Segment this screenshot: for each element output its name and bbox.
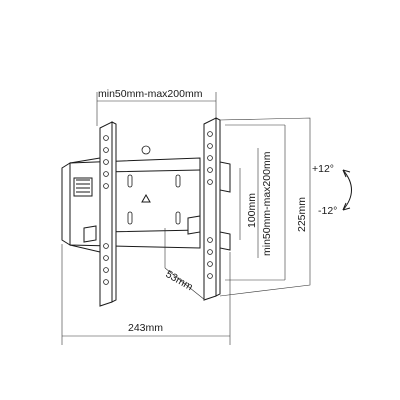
left-vertical-bracket [99, 121, 117, 307]
label-height-100: 100mm [246, 193, 258, 228]
dimension-100: 100mm [239, 168, 258, 240]
dimension-top-width: min50mm-max200mm [96, 88, 217, 126]
label-bottom-width: 243mm [128, 322, 163, 334]
wall-plate [61, 145, 201, 253]
label-height-225: 225mm [296, 197, 308, 232]
label-top-width: min50mm-max200mm [98, 88, 203, 100]
dimension-vertical-range: min50mm-max200mm [257, 148, 273, 258]
side-projection [219, 117, 311, 297]
tilt-indicator: +12° -12° [312, 163, 352, 217]
label-depth: 53mm [164, 268, 195, 293]
adjustment-knobs [73, 161, 231, 251]
label-tilt-up: +12° [312, 163, 334, 175]
right-vertical-bracket [203, 117, 221, 301]
label-tilt-down: -12° [318, 205, 337, 217]
dimension-bottom-width: 243mm [61, 244, 231, 345]
label-vertical-range: min50mm-max200mm [261, 151, 273, 256]
dimension-225: 225mm [284, 125, 308, 280]
